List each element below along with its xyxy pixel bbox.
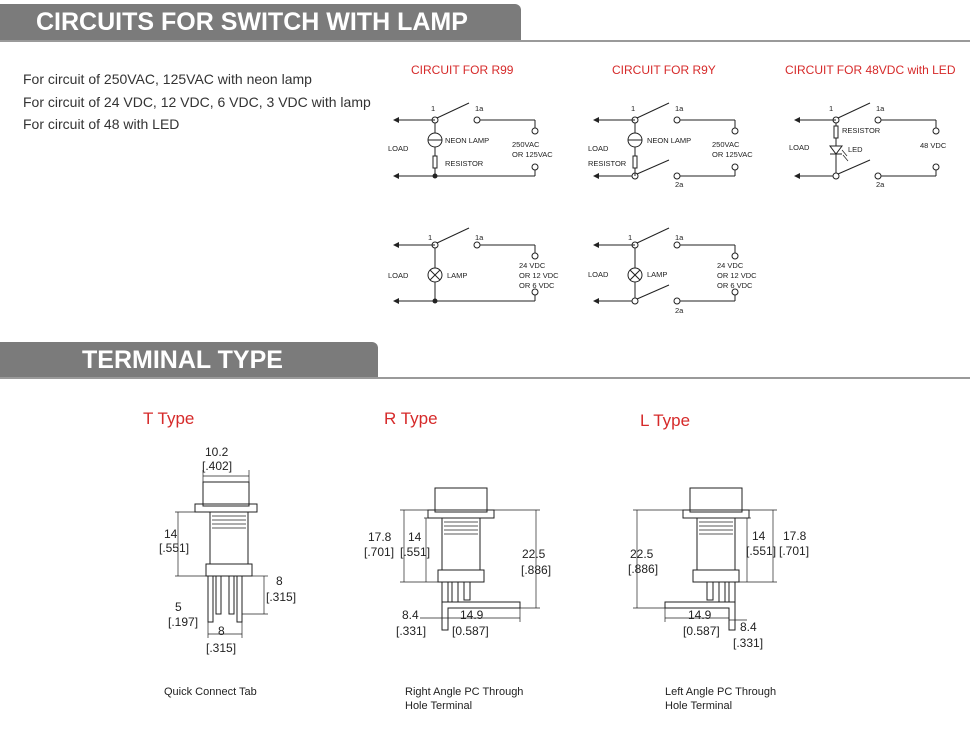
caption-line: Right Angle PC Through bbox=[405, 686, 524, 698]
voltage-label: OR 125VAC bbox=[712, 150, 753, 159]
terminal-label: 2a bbox=[876, 180, 885, 189]
dim-value: [.551] bbox=[746, 544, 776, 558]
load-label: LOAD bbox=[588, 144, 609, 153]
voltage-label: OR 6 VDC bbox=[717, 281, 753, 290]
dim-value: 14 bbox=[752, 529, 766, 543]
lamp-label: LAMP bbox=[447, 271, 467, 280]
terminal-caption-t: Quick Connect Tab bbox=[164, 686, 257, 698]
caption-line: Hole Terminal bbox=[405, 700, 473, 712]
dim-value: [.701] bbox=[364, 545, 394, 559]
resistor-label: RESISTOR bbox=[445, 159, 484, 168]
dim-value: [.402] bbox=[202, 459, 232, 473]
lamp-label: LAMP bbox=[647, 270, 667, 279]
dim-value: 8.4 bbox=[402, 608, 419, 622]
dim-value: [.551] bbox=[159, 541, 189, 555]
circuit-diagram-lamp: 1 1a LOAD LAMP 24 VDC OR 12 VDC OR 6 VDC bbox=[388, 227, 559, 304]
circuit-title-r9y: CIRCUIT FOR R9Y bbox=[612, 63, 716, 77]
load-label: LOAD bbox=[388, 271, 409, 280]
dim-value: 17.8 bbox=[368, 530, 392, 544]
terminal-label: 1a bbox=[475, 104, 484, 113]
terminal-title-t: T Type bbox=[143, 409, 195, 428]
dim-value: [.315] bbox=[206, 641, 236, 655]
dim-value: [.886] bbox=[628, 562, 658, 576]
dim-value: [.315] bbox=[266, 590, 296, 604]
description-line: For circuit of 24 VDC, 12 VDC, 6 VDC, 3 … bbox=[23, 94, 371, 110]
terminal-label: 2a bbox=[675, 180, 684, 189]
load-label: LOAD bbox=[588, 270, 609, 279]
terminal-label: 1 bbox=[631, 104, 635, 113]
terminal-title-l: L Type bbox=[640, 411, 691, 430]
dim-value: [.886] bbox=[521, 563, 551, 577]
circuit-diagram-r9y: 1 1a 2a LOAD RESISTOR NEON LAMP 250VAC O… bbox=[588, 102, 753, 189]
neon-lamp-label: NEON LAMP bbox=[647, 136, 691, 145]
dim-value: 14.9 bbox=[688, 608, 712, 622]
terminal-section-header: TERMINAL TYPE bbox=[0, 342, 378, 379]
resistor-label: RESISTOR bbox=[588, 159, 627, 168]
voltage-label: OR 125VAC bbox=[512, 150, 553, 159]
terminal-label: 1 bbox=[829, 104, 833, 113]
terminal-caption-r: Right Angle PC Through Hole Terminal bbox=[405, 685, 523, 713]
terminal-drawing-t-type: 10.2 [.402] 14 [.551] 8 [.315] 5 [.197] … bbox=[159, 445, 296, 655]
dim-value: 14 bbox=[408, 530, 422, 544]
voltage-label: 48 VDC bbox=[920, 141, 947, 150]
caption-line: Hole Terminal bbox=[665, 700, 733, 712]
description-line: For circuit of 48 with LED bbox=[23, 116, 180, 132]
voltage-label: 250VAC bbox=[512, 140, 540, 149]
dim-value: 8 bbox=[276, 574, 283, 588]
voltage-label: OR 6 VDC bbox=[519, 281, 555, 290]
circuit-diagram-lamp-2a: 1 1a 2a LOAD LAMP 24 VDC OR 12 VDC OR 6 … bbox=[588, 227, 757, 315]
circuit-title-led: CIRCUIT FOR 48VDC with LED bbox=[785, 63, 956, 77]
load-label: LOAD bbox=[388, 144, 409, 153]
circuit-title-r99: CIRCUIT FOR R99 bbox=[411, 63, 514, 77]
circuit-diagram-led: 1 1a 2a LOAD RESISTOR LED 48 VDC bbox=[789, 102, 947, 189]
voltage-label: 24 VDC bbox=[717, 261, 744, 270]
dim-value: [.551] bbox=[400, 545, 430, 559]
dim-value: 17.8 bbox=[783, 529, 807, 543]
description-line: For circuit of 250VAC, 125VAC with neon … bbox=[23, 71, 312, 87]
resistor-label: RESISTOR bbox=[842, 126, 881, 135]
circuits-section-header: CIRCUITS FOR SWITCH WITH LAMP bbox=[0, 4, 521, 41]
dim-value: [0.587] bbox=[683, 624, 720, 638]
dim-value: 14.9 bbox=[460, 608, 484, 622]
terminal-label: 1 bbox=[628, 233, 632, 242]
terminal-label: 2a bbox=[675, 306, 684, 315]
terminal-label: 1a bbox=[675, 233, 684, 242]
terminal-label: 1a bbox=[675, 104, 684, 113]
dim-value: 14 bbox=[164, 527, 178, 541]
led-label: LED bbox=[848, 145, 863, 154]
terminal-drawing-l-type: 22.5 [.886] 14 [.551] 17.8 [.701] 14.9 [… bbox=[628, 487, 809, 650]
load-label: LOAD bbox=[789, 143, 810, 152]
dim-value: 22.5 bbox=[522, 547, 546, 561]
circuit-diagram-r99: 1 1a LOAD NEON LAMP RESISTOR 250VAC OR 1… bbox=[388, 102, 553, 179]
dim-value: 10.2 bbox=[205, 445, 229, 459]
voltage-label: 250VAC bbox=[712, 140, 740, 149]
voltage-label: 24 VDC bbox=[519, 261, 546, 270]
dim-value: [.331] bbox=[396, 624, 426, 638]
dim-value: [.701] bbox=[779, 544, 809, 558]
voltage-label: OR 12 VDC bbox=[519, 271, 559, 280]
dim-value: 8.4 bbox=[740, 620, 757, 634]
dim-value: [.331] bbox=[733, 636, 763, 650]
section-divider bbox=[0, 377, 970, 379]
terminal-title-r: R Type bbox=[384, 409, 438, 428]
dim-value: [.197] bbox=[168, 615, 198, 629]
terminal-label: 1 bbox=[431, 104, 435, 113]
dim-value: 5 bbox=[175, 600, 182, 614]
neon-lamp-label: NEON LAMP bbox=[445, 136, 489, 145]
terminal-label: 1a bbox=[876, 104, 885, 113]
terminal-label: 1 bbox=[428, 233, 432, 242]
terminal-label: 1a bbox=[475, 233, 484, 242]
terminal-caption-l: Left Angle PC Through Hole Terminal bbox=[665, 685, 776, 713]
terminal-drawing-r-type: 17.8 [.701] 14 [.551] 22.5 [.886] 8.4 [.… bbox=[364, 487, 551, 638]
caption-line: Left Angle PC Through bbox=[665, 686, 777, 698]
dim-value: [0.587] bbox=[452, 624, 489, 638]
dim-value: 8 bbox=[218, 624, 225, 638]
section-divider bbox=[0, 40, 970, 42]
voltage-label: OR 12 VDC bbox=[717, 271, 757, 280]
dim-value: 22.5 bbox=[630, 547, 654, 561]
